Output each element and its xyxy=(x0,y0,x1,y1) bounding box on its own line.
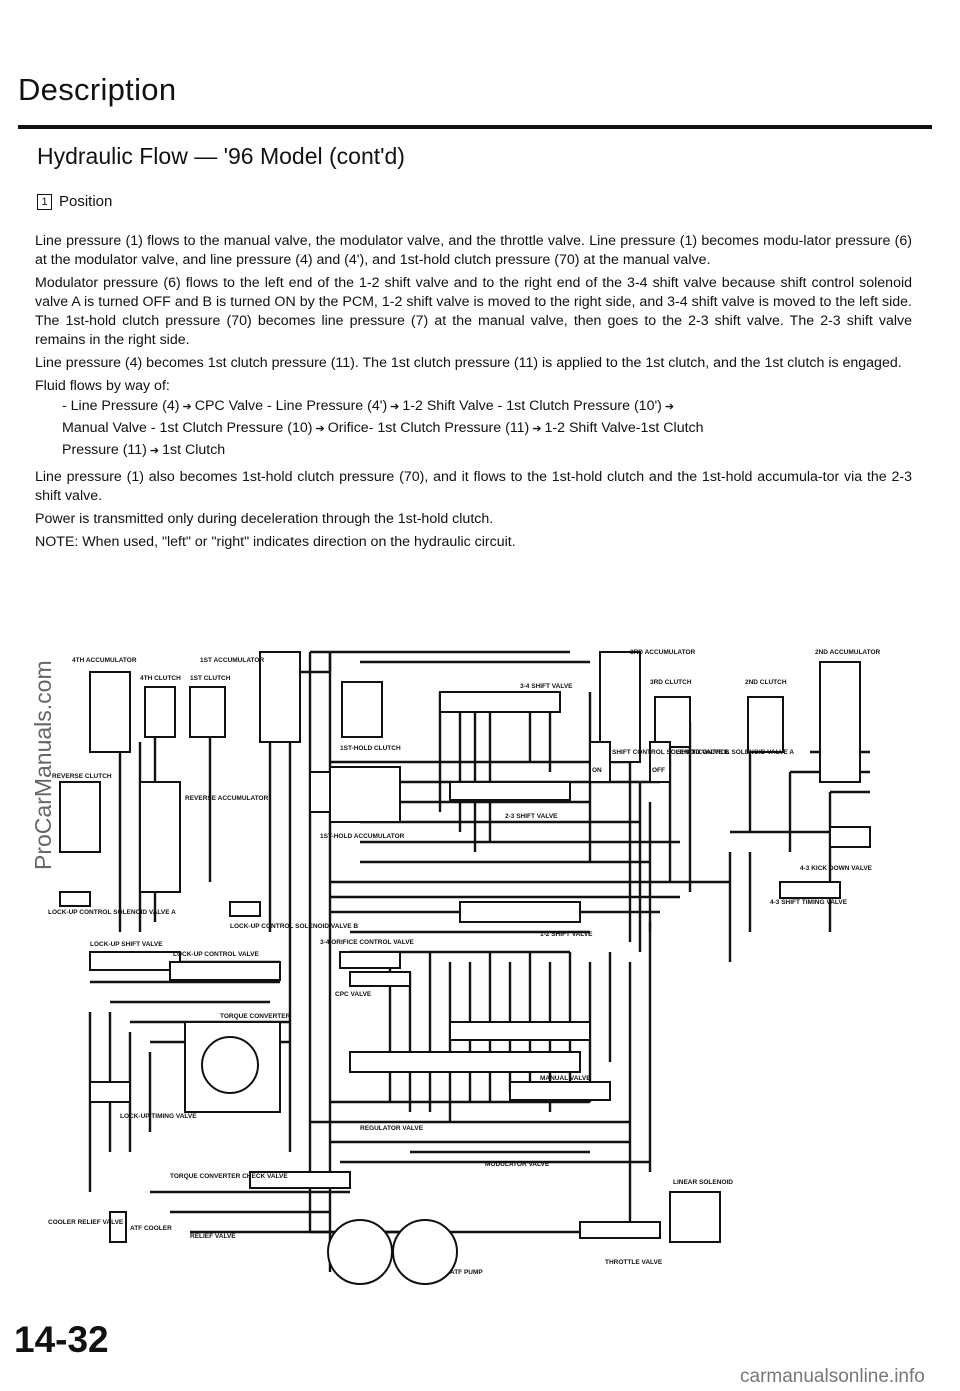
label-lockup-solenoid-b: LOCK-UP CONTROL SOLENOID VALVE B xyxy=(230,923,358,930)
label-manual-valve: MANUAL VALVE xyxy=(540,1075,591,1082)
flow-step: 1-2 Shift Valve - 1st Clutch Pressure (1… xyxy=(402,398,662,414)
position-label: Position xyxy=(59,193,113,210)
label-regulator-valve: REGULATOR VALVE xyxy=(360,1125,424,1132)
arrow-right-icon: ➔ xyxy=(664,401,675,413)
label-lockup-shift-valve: LOCK-UP SHIFT VALVE xyxy=(90,941,163,948)
arrow-right-icon: ➔ xyxy=(532,423,542,435)
flow-line: - Line Pressure (4)➔CPC Valve - Line Pre… xyxy=(62,396,912,418)
label-3rd-clutch: 3RD CLUTCH xyxy=(650,679,692,686)
label-4th-accumulator: 4TH ACCUMULATOR xyxy=(72,657,137,664)
label-lockup-solenoid-a: LOCK-UP CONTROL SOLENOID VALVE A xyxy=(48,909,176,916)
flow-step: Manual Valve - 1st Clutch Pressure (10) xyxy=(62,420,313,436)
label-2nd-accumulator: 2ND ACCUMULATOR xyxy=(815,649,881,656)
flow-step: - Line Pressure (4) xyxy=(62,398,180,414)
label-torque-converter: TORQUE CONVERTER xyxy=(220,1013,291,1020)
label-1st-hold-accumulator: 1ST-HOLD ACCUMULATOR xyxy=(320,833,405,840)
page-number: 14-32 xyxy=(14,1319,109,1360)
label-modulator-valve: MODULATOR VALVE xyxy=(485,1161,550,1168)
flow-sequence: - Line Pressure (4)➔CPC Valve - Line Pre… xyxy=(62,396,912,462)
label-1st-clutch: 1ST CLUTCH xyxy=(190,675,231,682)
label-throttle-valve: THROTTLE VALVE xyxy=(605,1259,663,1266)
paragraph: Line pressure (1) also becomes 1st-hold … xyxy=(35,469,912,504)
label-reverse-clutch: REVERSE CLUTCH xyxy=(52,773,112,780)
note: NOTE: When used, "left" or "right" indic… xyxy=(35,534,516,550)
label-4-3-kick-down-valve: 4-3 KICK DOWN VALVE xyxy=(800,865,873,872)
arrow-right-icon: ➔ xyxy=(390,401,400,413)
arrow-right-icon: ➔ xyxy=(315,423,325,435)
flow-line: Pressure (11)➔1st Clutch xyxy=(62,440,912,462)
paragraph: Line pressure (1) flows to the manual va… xyxy=(35,233,912,268)
label-cpc-valve: CPC VALVE xyxy=(335,991,372,998)
label-lockup-control-valve: LOCK-UP CONTROL VALVE xyxy=(173,951,259,958)
arrow-right-icon: ➔ xyxy=(149,445,160,457)
hydraulic-circuit-diagram: 4TH ACCUMULATOR 4TH CLUTCH 1ST ACCUMULAT… xyxy=(48,649,881,1285)
label-on: ON xyxy=(592,767,602,774)
flow-step: CPC Valve - Line Pressure (4') xyxy=(194,398,388,414)
paragraph: Power is transmitted only during deceler… xyxy=(35,511,494,527)
flow-step: Orifice- 1st Clutch Pressure (11) xyxy=(327,420,530,436)
label-1st-hold-clutch: 1ST-HOLD CLUTCH xyxy=(340,745,401,752)
label-1st-accumulator: 1ST ACCUMULATOR xyxy=(200,657,264,664)
label-3-4-shift-valve: 3-4 SHIFT VALVE xyxy=(520,683,573,690)
position-heading: 1 Position xyxy=(37,193,112,210)
flow-step: 1-2 Shift Valve-1st Clutch xyxy=(544,420,704,436)
label-lockup-timing-valve: LOCK-UP TIMING VALVE xyxy=(120,1113,197,1120)
label-1-2-shift-valve: 1-2 SHIFT VALVE xyxy=(540,931,593,938)
label-4-3-shift-timing-valve: 4-3 SHIFT TIMING VALVE xyxy=(770,899,848,906)
label-reverse-accumulator: REVERSE ACCUMULATOR xyxy=(185,795,269,802)
flow-line: Manual Valve - 1st Clutch Pressure (10)➔… xyxy=(62,418,912,440)
flow-step: Pressure (11) xyxy=(62,442,147,458)
label-atf-pump: ATF PUMP xyxy=(450,1269,483,1276)
label-4th-clutch: 4TH CLUTCH xyxy=(140,675,181,682)
label-2-3-shift-valve: 2-3 SHIFT VALVE xyxy=(505,813,558,820)
paragraph: Modulator pressure (6) flows to the left… xyxy=(35,275,912,348)
flow-step: 1st Clutch xyxy=(162,442,226,458)
label-solenoid-b: SHIFT CONTROL SOLENOID VALVE B xyxy=(612,749,730,756)
label-atf-cooler: ATF COOLER xyxy=(130,1225,172,1232)
position-box: 1 xyxy=(37,193,52,210)
paragraph: Fluid flows by way of: xyxy=(35,378,170,394)
paragraph: Line pressure (4) becomes 1st clutch pre… xyxy=(35,355,902,371)
label-3rd-accumulator: 3RD ACCUMULATOR xyxy=(630,649,696,656)
section-subtitle: Hydraulic Flow — '96 Model (cont'd) xyxy=(37,143,405,169)
title-rule xyxy=(18,125,932,129)
label-torque-converter-check-valve: TORQUE CONVERTER CHECK VALVE xyxy=(170,1173,288,1180)
label-cooler-relief-valve: COOLER RELIEF VALVE xyxy=(48,1219,124,1226)
label-3-4-orifice-control-valve: 3-4 ORIFICE CONTROL VALVE xyxy=(320,939,415,946)
arrow-right-icon: ➔ xyxy=(182,401,192,413)
label-2nd-clutch: 2ND CLUTCH xyxy=(745,679,787,686)
label-relief-valve: RELIEF VALVE xyxy=(190,1233,236,1240)
site-watermark: carmanualsonline.info xyxy=(740,1366,925,1387)
description-body: Line pressure (1) flows to the manual va… xyxy=(35,232,912,556)
label-solenoid-a: SHIFT CONTROL SOLENOID VALVE A xyxy=(677,749,794,756)
label-off: OFF xyxy=(652,767,665,774)
label-linear-solenoid: LINEAR SOLENOID xyxy=(673,1179,733,1186)
page-title: Description xyxy=(18,72,177,107)
